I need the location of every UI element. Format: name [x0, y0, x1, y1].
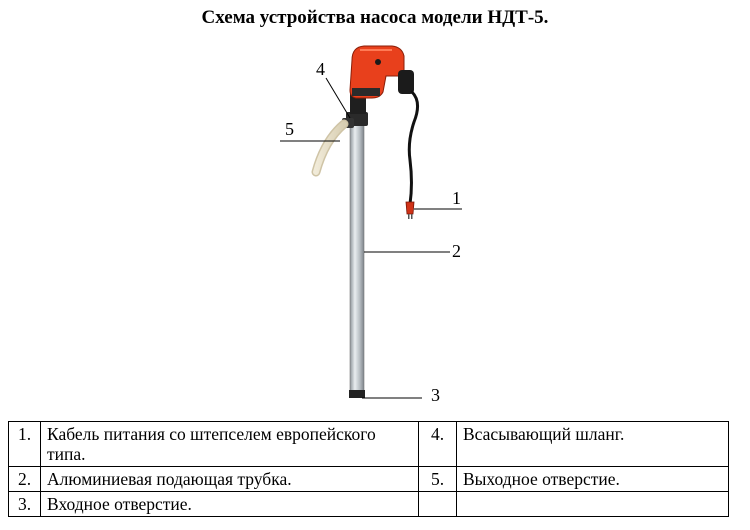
callout-4: 4	[316, 60, 325, 78]
callout-5: 5	[285, 120, 294, 138]
callout-1: 1	[452, 189, 461, 207]
power-cable	[409, 92, 417, 204]
part-description: Всасывающий шланг.	[457, 422, 729, 467]
empty-cell	[457, 492, 729, 517]
parts-legend-table: 1. Кабель питания со штепселем европейск…	[8, 421, 729, 517]
callout-3: 3	[431, 386, 440, 404]
pump-diagram	[0, 0, 750, 420]
part-number: 3.	[9, 492, 41, 517]
motor-grip	[398, 70, 414, 94]
table-row: 2. Алюминиевая подающая трубка. 5. Выход…	[9, 467, 729, 492]
part-number: 2.	[9, 467, 41, 492]
callout-2: 2	[452, 242, 461, 260]
part-number: 4.	[419, 422, 457, 467]
leader-line-4	[326, 78, 350, 118]
table-row: 3. Входное отверстие.	[9, 492, 729, 517]
part-description: Алюминиевая подающая трубка.	[41, 467, 419, 492]
part-description: Выходное отверстие.	[457, 467, 729, 492]
part-number: 5.	[419, 467, 457, 492]
inlet-cap	[349, 390, 365, 398]
euro-plug	[406, 202, 414, 214]
part-description: Кабель питания со штепселем европейского…	[41, 422, 419, 467]
empty-cell	[419, 492, 457, 517]
part-description: Входное отверстие.	[41, 492, 419, 517]
table-row: 1. Кабель питания со штепселем европейск…	[9, 422, 729, 467]
aluminium-tube	[350, 122, 364, 395]
part-number: 1.	[9, 422, 41, 467]
